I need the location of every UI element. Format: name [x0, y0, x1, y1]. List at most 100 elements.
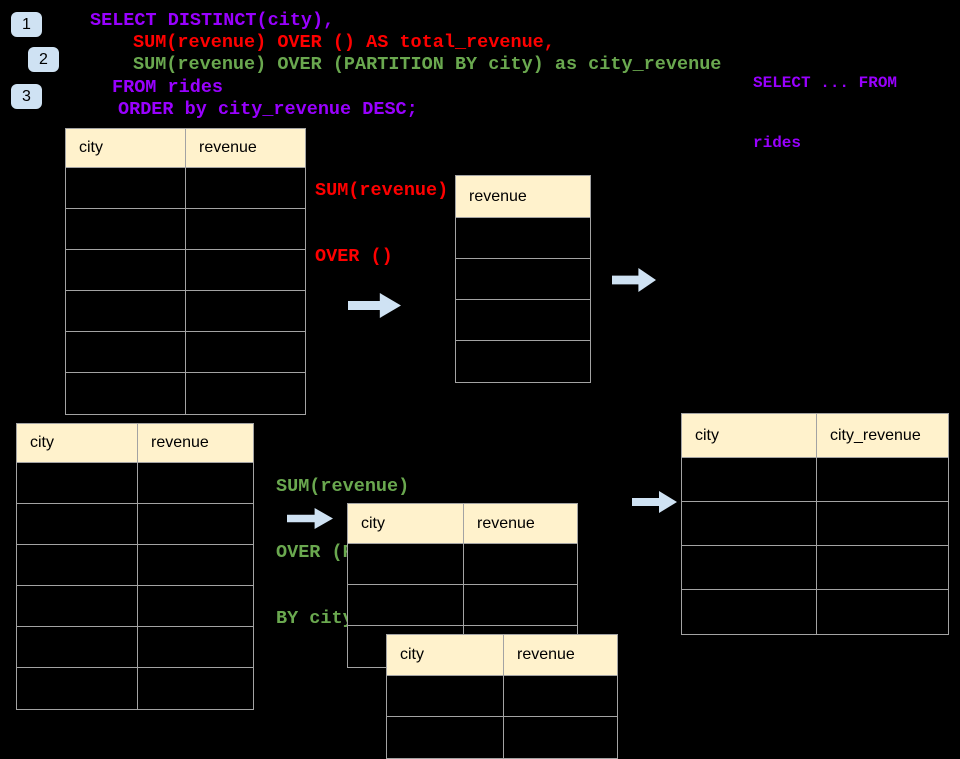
code-line-select: SELECT DISTINCT(city), — [90, 10, 335, 31]
column-header-revenue: revenue — [517, 646, 575, 663]
step-badge-3: 3 — [11, 84, 42, 109]
column-header-revenue: revenue — [151, 434, 209, 451]
table-row — [66, 250, 305, 291]
table-cell — [186, 209, 305, 249]
table-cell — [17, 545, 138, 585]
table-cell — [186, 291, 305, 331]
table-total-revenue-result: revenue — [455, 175, 591, 383]
table-cell — [817, 546, 948, 589]
table-cell — [456, 218, 590, 258]
table-cell — [138, 668, 253, 709]
table-header-row: city revenue — [348, 504, 577, 544]
table-cell — [17, 586, 138, 626]
table-cell — [682, 502, 817, 545]
column-header-revenue: revenue — [469, 187, 527, 205]
table-body — [387, 676, 617, 758]
table-row — [456, 218, 590, 259]
table-cell — [66, 168, 186, 208]
table-cell — [66, 209, 186, 249]
table-city-revenue-result: city city_revenue — [681, 413, 949, 635]
right-arrow-icon — [348, 293, 401, 318]
column-header-city: city — [387, 635, 504, 675]
table-source-top: city revenue — [65, 128, 306, 415]
table-row — [682, 546, 948, 590]
label-line: OVER () — [315, 246, 393, 267]
table-cell — [186, 373, 305, 414]
column-header-revenue: revenue — [477, 514, 535, 532]
table-row — [17, 586, 253, 627]
table-row — [682, 590, 948, 634]
table-cell — [66, 291, 186, 331]
label-sum-over-empty: SUM(revenue) OVER () — [315, 136, 448, 290]
table-cell — [817, 502, 948, 545]
table-cell — [504, 676, 617, 716]
table-header-row: city city_revenue — [682, 414, 948, 458]
step-badge-2: 2 — [28, 47, 59, 72]
table-cell — [464, 544, 577, 584]
right-arrow-icon — [632, 491, 677, 513]
column-header-city: city — [66, 129, 186, 167]
table-cell — [817, 458, 948, 501]
table-cell — [456, 341, 590, 382]
code-line-city-revenue: SUM(revenue) OVER (PARTITION BY city) as… — [133, 54, 722, 75]
table-cell — [17, 668, 138, 709]
table-cell — [504, 717, 617, 758]
table-source-bottom: city revenue — [16, 423, 254, 710]
table-cell — [682, 458, 817, 501]
table-cell — [817, 590, 948, 634]
table-body — [17, 463, 253, 709]
column-header-city: city — [348, 504, 464, 543]
table-row — [17, 545, 253, 586]
column-header-city: city — [682, 414, 817, 457]
table-cell — [138, 463, 253, 503]
label-line: SUM(revenue) — [276, 476, 410, 497]
side-note-select-from-rides: SELECT ... FROM rides — [753, 33, 897, 173]
column-header-city: city — [17, 424, 138, 462]
code-line-total-revenue: SUM(revenue) OVER () AS total_revenue, — [133, 32, 555, 53]
table-row — [456, 259, 590, 300]
table-cell — [387, 676, 504, 716]
table-cell — [66, 250, 186, 290]
table-cell — [387, 717, 504, 758]
table-row — [17, 668, 253, 709]
code-line-order-by: ORDER by city_revenue DESC; — [118, 99, 418, 120]
table-cell — [66, 373, 186, 414]
table-cell — [464, 585, 577, 625]
table-cell — [17, 504, 138, 544]
table-row — [456, 341, 590, 382]
side-note-line: SELECT ... FROM — [753, 74, 898, 92]
table-row — [348, 544, 577, 585]
step-badge-1: 1 — [11, 12, 42, 37]
table-row — [17, 463, 253, 504]
table-row — [456, 300, 590, 341]
table-row — [682, 458, 948, 502]
table-row — [387, 717, 617, 758]
table-cell — [348, 585, 464, 625]
table-row — [66, 373, 305, 414]
table-row — [66, 291, 305, 332]
slide-canvas: { "badges": [ {"label": "1"}, {"label": … — [11, 10, 949, 759]
table-partition-overlay: city revenue — [386, 634, 618, 759]
table-cell — [138, 545, 253, 585]
table-cell — [456, 300, 590, 340]
column-header-revenue: revenue — [199, 139, 257, 156]
table-cell — [138, 586, 253, 626]
table-cell — [186, 250, 305, 290]
table-cell — [138, 504, 253, 544]
table-body — [456, 218, 590, 382]
table-body — [682, 458, 948, 634]
table-cell — [66, 332, 186, 372]
table-row — [17, 627, 253, 668]
table-cell — [138, 627, 253, 667]
table-row — [66, 168, 305, 209]
table-row — [66, 332, 305, 373]
table-cell — [17, 463, 138, 503]
table-body — [66, 168, 305, 414]
table-cell — [682, 590, 817, 634]
table-cell — [456, 259, 590, 299]
table-header-row: city revenue — [387, 635, 617, 676]
table-cell — [17, 627, 138, 667]
table-header-row: city revenue — [17, 424, 253, 463]
table-header-row: city revenue — [66, 129, 305, 168]
table-cell — [186, 168, 305, 208]
